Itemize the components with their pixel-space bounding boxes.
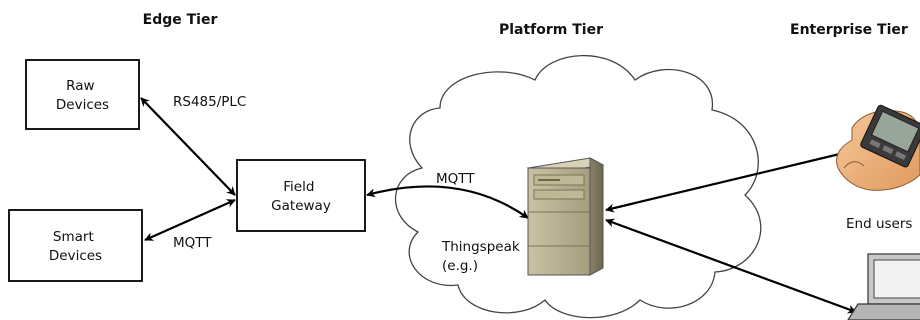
raw-devices-label: Raw Devices <box>56 78 109 113</box>
arrow-server-handheld <box>605 149 849 213</box>
raw-devices-box <box>25 59 140 130</box>
server-icon <box>526 157 605 276</box>
enterprise-tier-title: Enterprise Tier <box>790 22 908 38</box>
conn-label-mqtt-cloud: MQTT <box>436 171 475 187</box>
platform-tier-title: Platform Tier <box>499 22 603 38</box>
edge-tier-title: Edge Tier <box>143 12 218 28</box>
arrow-server-laptop <box>605 218 857 314</box>
handheld-device-icon <box>836 104 920 191</box>
laptop-icon <box>847 253 920 320</box>
smart-devices-label: Smart Devices <box>49 229 102 264</box>
conn-label-rs485: RS485/PLC <box>173 94 246 110</box>
field-gateway-label: Field Gateway <box>271 179 331 214</box>
arrow-gateway-cloud <box>366 185 529 219</box>
arrow-smart-gateway <box>144 198 236 242</box>
conn-label-mqtt-smart: MQTT <box>173 235 212 251</box>
smart-devices-box <box>8 209 143 282</box>
arrow-raw-gateway <box>140 97 236 196</box>
end-users-label: End users <box>846 216 912 232</box>
field-gateway-box <box>236 159 366 232</box>
thingspeak-label: Thingspeak (e.g.) <box>441 239 524 274</box>
